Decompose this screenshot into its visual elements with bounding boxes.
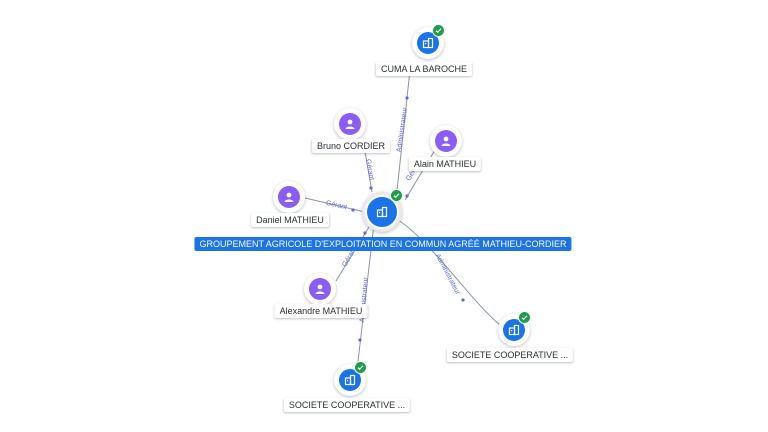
node-label[interactable]: GROUPEMENT AGRICOLE D'EXPLOITATION EN CO…	[194, 237, 572, 251]
edge-main-cuma	[395, 69, 411, 201]
edge-arrow	[405, 96, 409, 100]
node-circle[interactable]	[362, 189, 403, 232]
edge-main-coop2	[397, 219, 501, 326]
person-icon	[435, 130, 457, 152]
check-icon	[354, 361, 367, 374]
node-label[interactable]: Alain MATHIEU	[408, 157, 482, 171]
check-icon	[518, 311, 531, 324]
person-icon	[309, 278, 331, 300]
node-label[interactable]: SOCIETE COOPERATIVE ...	[283, 398, 411, 412]
building-icon	[417, 32, 439, 54]
edge-bruno-main	[363, 145, 373, 193]
node-circle[interactable]	[430, 125, 462, 157]
node-label[interactable]: CUMA LA BAROCHE	[375, 62, 473, 76]
edge-label: Administrateur	[396, 106, 409, 152]
edge-label: Administrateur	[359, 276, 370, 322]
edge-arrow	[363, 231, 367, 235]
building-icon	[503, 319, 525, 341]
check-icon	[390, 189, 403, 202]
node-label[interactable]: SOCIETE COOPERATIVE ...	[446, 348, 574, 362]
edge-arrow	[358, 338, 362, 342]
building-icon	[339, 369, 361, 391]
check-icon	[432, 24, 445, 37]
person-icon	[339, 113, 361, 135]
edge-label: Administrateur	[434, 253, 462, 297]
node-circle[interactable]	[334, 361, 367, 396]
edge-label: Gérant	[325, 200, 347, 212]
node-circle[interactable]	[498, 311, 531, 346]
node-label[interactable]: Daniel MATHIEU	[251, 213, 329, 227]
node-label[interactable]: Bruno CORDIER	[311, 139, 391, 153]
person-icon	[278, 186, 300, 208]
edge-arrow	[405, 194, 409, 198]
node-circle[interactable]	[412, 24, 445, 59]
node-circle[interactable]	[334, 108, 366, 140]
edge-arrow	[351, 208, 355, 212]
node-label[interactable]: Alexandre MATHIEU	[274, 304, 368, 318]
node-circle[interactable]	[273, 181, 305, 213]
edge-arrow	[461, 298, 465, 302]
node-circle[interactable]	[304, 273, 336, 305]
edge-arrow	[369, 186, 373, 190]
edge-daniel-main	[304, 197, 366, 213]
edge-label: Gérant	[364, 159, 375, 181]
